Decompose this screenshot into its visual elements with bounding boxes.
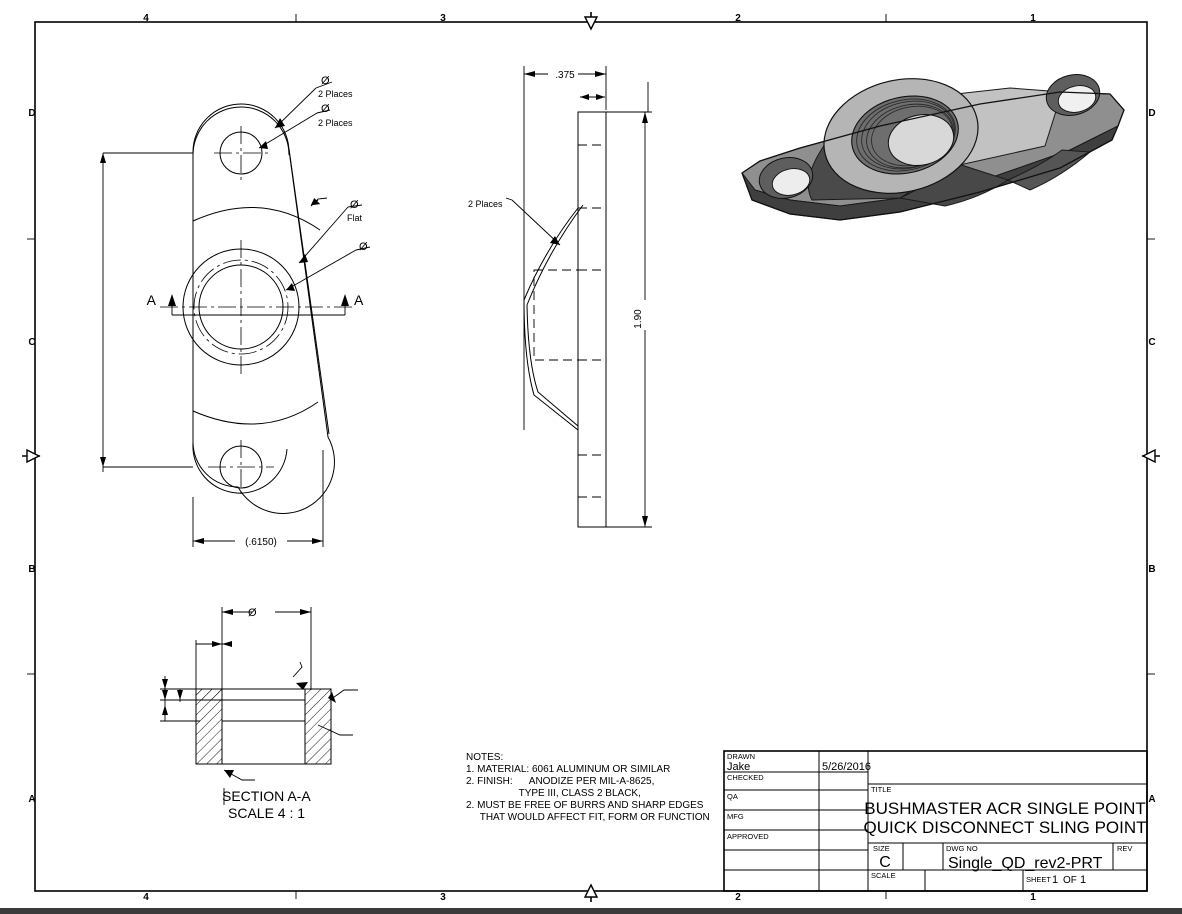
zone-top-3: 3 bbox=[440, 13, 446, 24]
zone-ticks-left bbox=[27, 238, 35, 675]
side-flange bbox=[577, 111, 607, 528]
label-sheet: SHEET bbox=[1026, 875, 1051, 884]
value-dwg-no: Single_QD_rev2-PRT bbox=[948, 855, 1103, 872]
notes-line-1: 1. MATERIAL: 6061 ALUMINUM OR SIMILAR bbox=[466, 764, 670, 775]
value-drawn-date: 5/26/2016 bbox=[822, 761, 871, 773]
zone-top-2: 2 bbox=[735, 13, 741, 24]
section-label-right: A bbox=[354, 292, 364, 308]
side-top-dim: .375 bbox=[555, 70, 575, 81]
section-scale: SCALE 4 : 1 bbox=[228, 805, 305, 821]
isometric-view bbox=[741, 74, 1125, 221]
section-arrow-left bbox=[168, 294, 176, 306]
label-approved: APPROVED bbox=[727, 832, 769, 841]
callout-1-note: 2 Places bbox=[318, 89, 353, 99]
zone-right-c: C bbox=[1148, 337, 1155, 348]
label-checked: CHECKED bbox=[727, 773, 764, 782]
callout-2-symbol: Ø bbox=[321, 103, 330, 115]
zone-ticks-right bbox=[1147, 238, 1155, 675]
section-label-left: A bbox=[147, 292, 157, 308]
blend-curve-upper bbox=[192, 206, 321, 231]
zone-bottom-1: 1 bbox=[1030, 892, 1036, 903]
front-view: Ø 2 Places Ø 2 Places Ø Flat Ø bbox=[100, 75, 371, 548]
notes-line-2: 2. FINISH: ANODIZE PER MIL-A-8625, bbox=[466, 776, 654, 787]
iso-bore-inner bbox=[887, 114, 955, 166]
window-bottom-bar bbox=[0, 908, 1182, 914]
iso-silhouette bbox=[741, 91, 1125, 221]
title-line-2: QUICK DISCONNECT SLING POINT bbox=[863, 818, 1146, 837]
notes-block: NOTES: 1. MATERIAL: 6061 ALUMINUM OR SIM… bbox=[466, 752, 710, 823]
zone-right-b: B bbox=[1148, 564, 1155, 575]
zone-bottom-4: 4 bbox=[143, 892, 149, 903]
label-scale: SCALE bbox=[871, 871, 896, 880]
notes-line-4: 2. MUST BE FREE OF BURRS AND SHARP EDGES bbox=[466, 800, 704, 811]
side-view: .375 2 Places bbox=[468, 66, 652, 528]
notes-line-3: TYPE III, CLASS 2 BLACK, bbox=[466, 788, 641, 799]
callout-flat-note: Flat bbox=[347, 213, 363, 223]
center-mark-top bbox=[583, 12, 599, 31]
zone-left-c: C bbox=[28, 337, 35, 348]
side-hidden-bore bbox=[533, 269, 579, 361]
label-title: TITLE bbox=[871, 785, 891, 794]
label-size: SIZE bbox=[873, 844, 890, 853]
section-diameter-symbol: Ø bbox=[248, 607, 257, 619]
callout-2-note: 2 Places bbox=[318, 118, 353, 128]
center-mark-bottom bbox=[583, 883, 599, 902]
zone-left-b: B bbox=[28, 564, 35, 575]
zone-right-a: A bbox=[1148, 794, 1155, 805]
side-height-dim: 1.90 bbox=[633, 309, 644, 329]
zone-top-4: 4 bbox=[143, 13, 149, 24]
center-mark-left bbox=[22, 448, 41, 464]
callout-1-symbol: Ø bbox=[321, 75, 330, 87]
section-right-wall bbox=[304, 688, 332, 765]
value-size: C bbox=[879, 854, 891, 871]
label-qa: QA bbox=[727, 792, 738, 801]
zone-left-d: D bbox=[28, 108, 35, 119]
title-line-1: BUSHMASTER ACR SINGLE POINT bbox=[864, 799, 1146, 818]
front-width-dim: (.6150) bbox=[245, 537, 277, 548]
zone-top-1: 1 bbox=[1030, 13, 1036, 24]
section-view: Ø SECTIO bbox=[160, 607, 358, 821]
label-sheet-of: OF bbox=[1063, 875, 1077, 886]
notes-line-5: THAT WOULD AFFECT FIT, FORM OR FUNCTION bbox=[466, 812, 710, 823]
iso-thread-rings bbox=[856, 98, 956, 172]
side-profile-lower bbox=[523, 299, 579, 431]
section-arrow-right bbox=[341, 294, 349, 306]
callout-bore-symbol: Ø bbox=[359, 241, 368, 253]
zone-right-d: D bbox=[1148, 108, 1155, 119]
label-mfg: MFG bbox=[727, 812, 744, 821]
taper-edge bbox=[288, 148, 330, 435]
section-title: SECTION A-A bbox=[222, 788, 311, 804]
title-block-frame bbox=[723, 750, 1148, 892]
label-drawn: DRAWN bbox=[727, 752, 755, 761]
side-profile-upper bbox=[523, 207, 579, 301]
callout-flat-symbol: Ø bbox=[350, 199, 359, 211]
center-mark-right bbox=[1141, 448, 1160, 464]
label-rev: REV bbox=[1117, 844, 1132, 853]
blend-curve-lower bbox=[192, 401, 319, 425]
notes-heading: NOTES: bbox=[466, 752, 503, 763]
side-leader-note: 2 Places bbox=[468, 199, 503, 209]
value-sheet-total: 1 bbox=[1080, 874, 1086, 886]
value-drawn-name: Jake bbox=[727, 761, 750, 773]
label-dwg-no: DWG NO bbox=[946, 844, 978, 853]
zone-bottom-2: 2 bbox=[735, 892, 741, 903]
value-sheet-number: 1 bbox=[1052, 874, 1058, 886]
title-block: DRAWN Jake 5/26/2016 CHECKED QA MFG APPR… bbox=[723, 750, 1148, 892]
zone-bottom-3: 3 bbox=[440, 892, 446, 903]
zone-left-a: A bbox=[28, 794, 35, 805]
